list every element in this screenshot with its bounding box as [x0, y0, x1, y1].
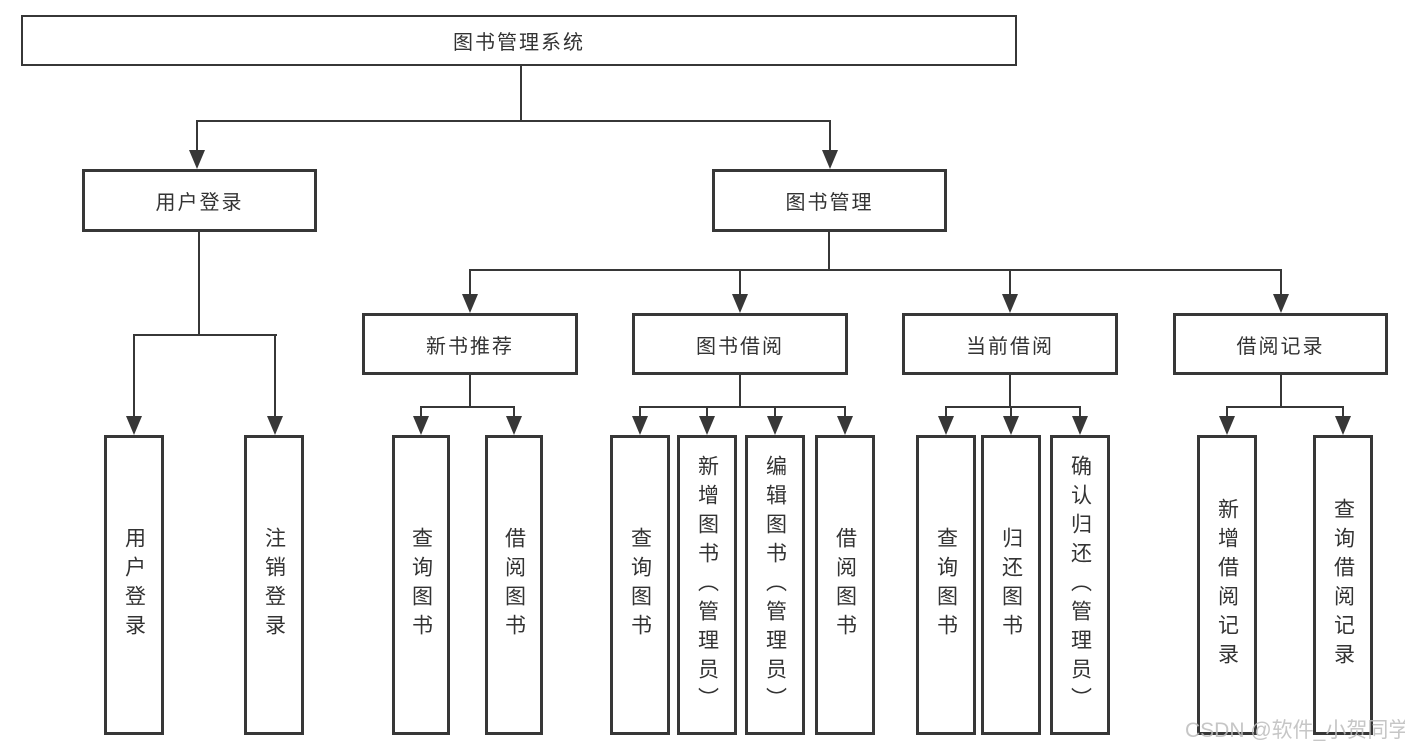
connector-borrow-split	[639, 406, 846, 408]
connector-recommend-branch-2	[513, 406, 515, 418]
connector-borrow-stem	[739, 375, 741, 408]
connector-user-login-branch-2	[274, 334, 276, 418]
leaf-current-confirm-return: 确认归还（管理员）	[1050, 435, 1110, 735]
connector-recommend-stem	[469, 375, 471, 408]
node-user-login: 用户登录	[82, 169, 317, 232]
arrowhead-new-book-recommend	[462, 294, 478, 313]
connector-book-mgmt-branch-3	[1009, 269, 1011, 296]
leaf-records-query-record-label: 查询借阅记录	[1331, 498, 1355, 672]
connector-book-mgmt-split	[469, 269, 1282, 271]
arrowhead-recommend-query	[413, 416, 429, 435]
leaf-borrow-query-books-label: 查询图书	[628, 527, 652, 643]
leaf-borrow-edit-books-label: 编辑图书（管理员）	[763, 454, 787, 716]
leaf-borrow-add-books: 新增图书（管理员）	[677, 435, 737, 735]
leaf-current-confirm-return-label: 确认归还（管理员）	[1068, 454, 1092, 716]
leaf-logout-label: 注销登录	[262, 527, 286, 643]
connector-records-split	[1226, 406, 1344, 408]
node-book-management: 图书管理	[712, 169, 947, 232]
connector-records-stem	[1280, 375, 1282, 408]
leaf-records-add-record-label: 新增借阅记录	[1215, 498, 1239, 672]
connector-root-split	[196, 120, 831, 122]
leaf-borrow-borrow-books: 借阅图书	[815, 435, 875, 735]
leaf-logout: 注销登录	[244, 435, 304, 735]
connector-user-login-branch-1	[133, 334, 135, 418]
leaf-records-query-record: 查询借阅记录	[1313, 435, 1373, 735]
connector-current-branch-3	[1079, 406, 1081, 418]
connector-borrow-branch-2	[706, 406, 708, 418]
node-new-book-recommend: 新书推荐	[362, 313, 578, 375]
leaf-recommend-borrow-books-label: 借阅图书	[502, 527, 526, 643]
arrowhead-current-confirm	[1072, 416, 1088, 435]
leaf-borrow-edit-books: 编辑图书（管理员）	[745, 435, 805, 735]
connector-book-mgmt-branch-4	[1280, 269, 1282, 296]
leaf-recommend-borrow-books: 借阅图书	[485, 435, 543, 735]
connector-current-split	[945, 406, 1081, 408]
connector-borrow-branch-4	[844, 406, 846, 418]
connector-book-mgmt-branch-1	[469, 269, 471, 296]
arrowhead-borrow-query	[632, 416, 648, 435]
connector-root-branch-left	[196, 120, 198, 152]
leaf-current-return-books: 归还图书	[981, 435, 1041, 735]
arrowhead-current-borrow	[1002, 294, 1018, 313]
node-current-borrow: 当前借阅	[902, 313, 1118, 375]
node-root: 图书管理系统	[21, 15, 1017, 66]
node-book-borrow: 图书借阅	[632, 313, 848, 375]
connector-borrow-branch-1	[639, 406, 641, 418]
leaf-current-query-books: 查询图书	[916, 435, 976, 735]
connector-user-login-stem	[198, 232, 200, 336]
leaf-user-login: 用户登录	[104, 435, 164, 735]
connector-current-stem	[1009, 375, 1011, 408]
arrowhead-recommend-borrow	[506, 416, 522, 435]
arrowhead-login	[126, 416, 142, 435]
connector-current-branch-1	[945, 406, 947, 418]
connector-current-branch-2	[1010, 406, 1012, 418]
connector-recommend-split	[420, 406, 515, 408]
arrowhead-borrow-records	[1273, 294, 1289, 313]
leaf-borrow-query-books: 查询图书	[610, 435, 670, 735]
connector-records-branch-2	[1342, 406, 1344, 418]
connector-records-branch-1	[1226, 406, 1228, 418]
node-borrow-records: 借阅记录	[1173, 313, 1388, 375]
leaf-records-add-record: 新增借阅记录	[1197, 435, 1257, 735]
arrowhead-borrow-add	[699, 416, 715, 435]
connector-borrow-branch-3	[774, 406, 776, 418]
connector-user-login-split	[133, 334, 277, 336]
leaf-recommend-query-books: 查询图书	[392, 435, 450, 735]
arrowhead-records-add	[1219, 416, 1235, 435]
connector-root-stem	[520, 64, 522, 122]
connector-root-branch-right	[829, 120, 831, 152]
arrowhead-borrow-borrow	[837, 416, 853, 435]
connector-book-mgmt-branch-2	[739, 269, 741, 296]
leaf-borrow-add-books-label: 新增图书（管理员）	[695, 454, 719, 716]
arrowhead-book-borrow	[732, 294, 748, 313]
arrowhead-logout	[267, 416, 283, 435]
leaf-user-login-label: 用户登录	[122, 527, 146, 643]
arrowhead-borrow-edit	[767, 416, 783, 435]
csdn-watermark: CSDN @软件_小贺同学	[1185, 719, 1405, 742]
arrowhead-current-return	[1003, 416, 1019, 435]
connector-book-mgmt-stem	[828, 232, 830, 271]
connector-recommend-branch-1	[420, 406, 422, 418]
leaf-borrow-borrow-books-label: 借阅图书	[833, 527, 857, 643]
arrowhead-book-management	[822, 150, 838, 169]
leaf-recommend-query-books-label: 查询图书	[409, 527, 433, 643]
leaf-current-return-books-label: 归还图书	[999, 527, 1023, 643]
arrowhead-user-login	[189, 150, 205, 169]
arrowhead-records-query	[1335, 416, 1351, 435]
leaf-current-query-books-label: 查询图书	[934, 527, 958, 643]
arrowhead-current-query	[938, 416, 954, 435]
